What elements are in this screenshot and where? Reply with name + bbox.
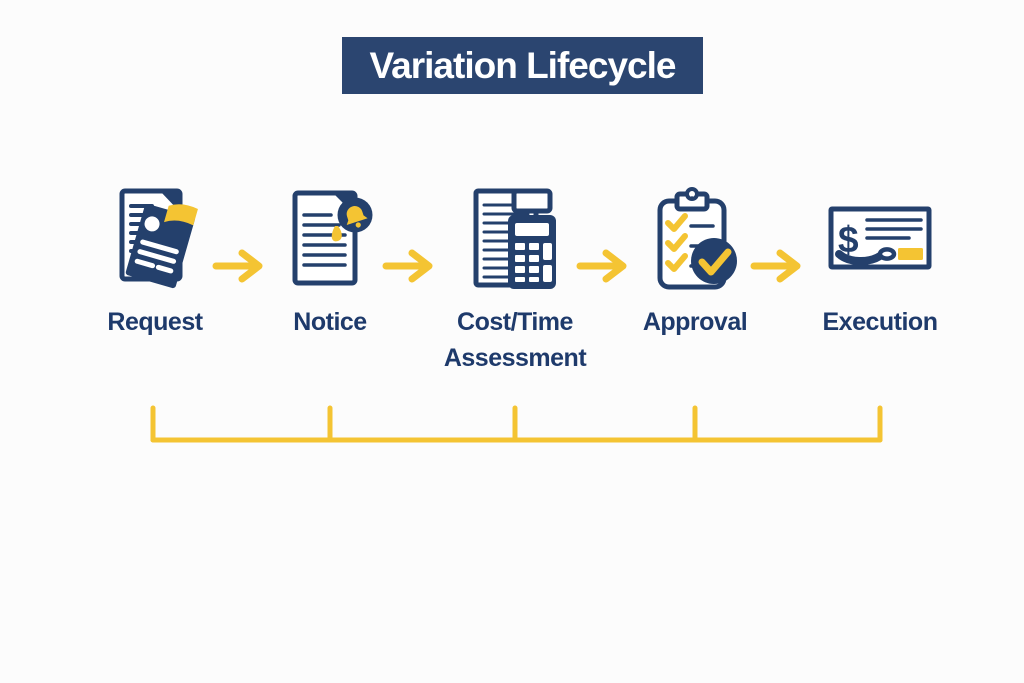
arrow-right-icon [212,249,263,283]
execution-cheque-icon: $ [828,206,932,270]
title-banner: Variation Lifecycle [342,37,703,94]
approval-clipboard-check-icon [657,187,737,290]
stage-label-notice: Notice [293,308,367,336]
arrow-right-icon [750,249,801,283]
stage-label-request: Request [107,308,203,336]
arrow-right-icon [576,249,627,283]
stage-label-approval: Approval [642,308,748,336]
request-documents-icon [119,188,198,289]
arrow-right-icon [382,249,433,283]
stage-label-execution: Execution [822,308,938,336]
dollar-sign-glyph: $ [838,219,859,260]
stage-label-cost-time-assessment: Cost/Time Assessment [443,308,587,372]
page-title: Variation Lifecycle [369,44,677,86]
timeline-bracket [150,405,883,443]
cost-time-calculator-icon [473,188,556,289]
notice-document-bell-icon [292,190,373,286]
